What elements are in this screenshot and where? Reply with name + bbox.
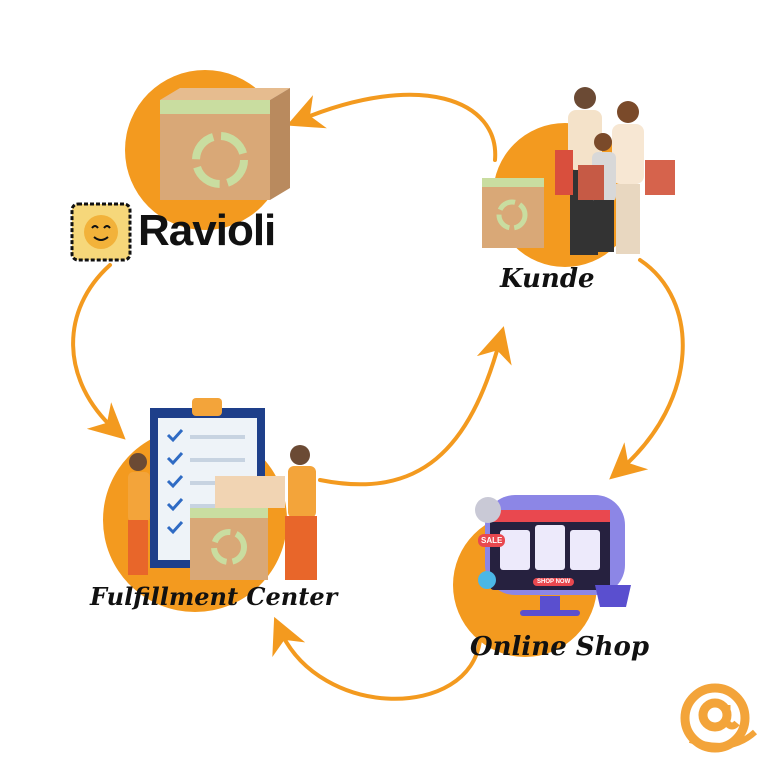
brand-name: Ravioli (138, 206, 276, 255)
shop-now-button: SHOP NOW (533, 578, 575, 586)
arrow-shop-to-fulfillment (272, 616, 482, 701)
online-shop-monitor-illustration (475, 495, 631, 616)
sale-badge: SALE (478, 534, 506, 547)
ravioli-smile-icon (70, 202, 132, 262)
at-sign-arrow-icon (680, 683, 758, 753)
label-fulfillment-center: Fulfillment Center (90, 582, 338, 611)
flow-arrows (71, 92, 685, 701)
label-online-shop: Online Shop (470, 632, 650, 662)
shopping-basket-icon (595, 585, 631, 607)
label-kunde: Kunde (500, 264, 595, 294)
clipboard-checklist-illustration (128, 398, 317, 580)
arrow-kunde-to-shop (609, 258, 685, 480)
arrow-ravioli-to-fulfillment (71, 263, 126, 440)
arrow-kunde-to-ravioli (286, 92, 498, 162)
arrow-fulfillment-to-kunde (318, 326, 512, 487)
package-box-icon (160, 88, 290, 200)
family-shoppers-illustration (482, 87, 675, 255)
